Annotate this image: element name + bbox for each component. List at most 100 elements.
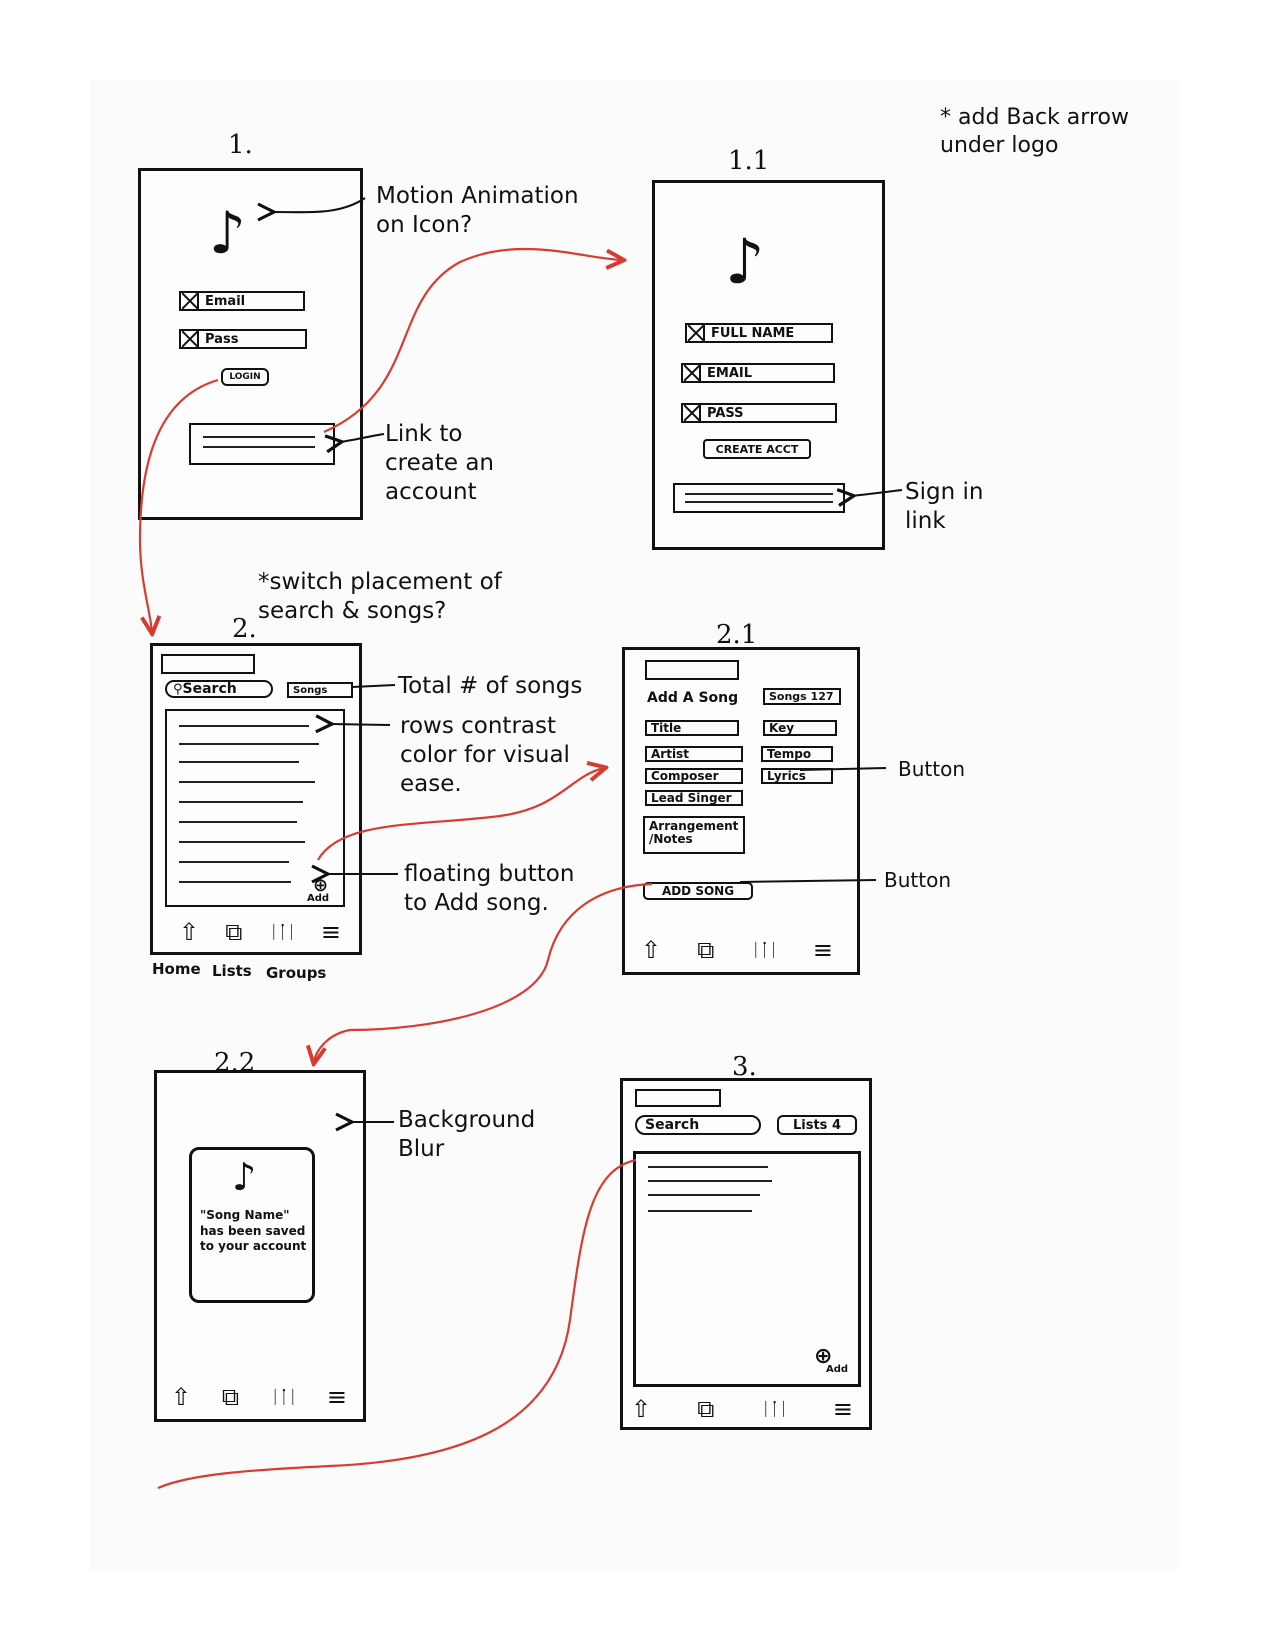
- list-row[interactable]: [648, 1210, 752, 1212]
- tempo-field[interactable]: Tempo: [761, 746, 833, 762]
- home-icon[interactable]: ⇧: [171, 1383, 192, 1411]
- menu-icon[interactable]: ≡: [832, 1395, 853, 1423]
- bottom-nav: ⇧ ⧉ ᛁᛙᛁ ≡: [631, 1395, 853, 1423]
- email-field[interactable]: Email: [179, 291, 305, 311]
- screen-2-1-frame: Add A Song Songs 127 Title Key Artist Te…: [622, 647, 860, 975]
- checkbox-x-icon: [181, 293, 199, 309]
- key-field[interactable]: Key: [763, 720, 837, 736]
- screen-1-number: 1.: [228, 130, 253, 160]
- menu-icon[interactable]: ≡: [812, 936, 833, 964]
- search-label: Search: [182, 681, 237, 697]
- composer-field[interactable]: Composer: [645, 768, 743, 784]
- list-row[interactable]: [179, 801, 303, 803]
- menu-icon[interactable]: ≡: [326, 1383, 347, 1411]
- artist-field[interactable]: Artist: [645, 746, 743, 762]
- add-song-heading: Add A Song: [647, 690, 739, 706]
- songs-count-badge[interactable]: Songs: [287, 682, 353, 698]
- password-field[interactable]: PASS: [681, 403, 837, 423]
- list-row[interactable]: [179, 881, 291, 883]
- lists-icon[interactable]: ⧉: [697, 1395, 715, 1423]
- music-note-logo: ♪: [232, 1154, 257, 1199]
- annotation-arrow: [739, 879, 877, 883]
- arrangement-notes-field[interactable]: Arrangement /Notes: [643, 816, 745, 854]
- lyrics-button[interactable]: Lyrics: [761, 768, 833, 784]
- logo-placeholder: [645, 660, 739, 680]
- list-row[interactable]: [179, 743, 319, 745]
- home-icon[interactable]: ⇧: [179, 918, 200, 946]
- nav-label-groups: Groups: [266, 964, 327, 982]
- note-switch-placement: *switch placement of search & songs?: [258, 569, 502, 624]
- note-lyrics-button: Button: [898, 757, 965, 781]
- full-name-field[interactable]: FULL NAME: [685, 323, 833, 343]
- screen-3-number: 3.: [732, 1052, 757, 1082]
- list-row[interactable]: [648, 1194, 760, 1196]
- add-song-button[interactable]: ADD SONG: [643, 882, 753, 900]
- list-row[interactable]: [179, 725, 309, 727]
- list-row[interactable]: [179, 841, 305, 843]
- note-floating-button: floating button to Add song.: [404, 861, 575, 916]
- nav-label-lists: Lists: [212, 962, 252, 980]
- flow-arrow: [323, 247, 622, 434]
- pass-label: Pass: [205, 331, 239, 347]
- add-circle-icon[interactable]: ⊕: [814, 1344, 833, 1369]
- note-total-songs: Total # of songs: [398, 673, 583, 699]
- groups-icon[interactable]: ᛁᛙᛁ: [750, 939, 778, 961]
- song-list: ⊕ Add: [633, 1151, 861, 1387]
- lists-icon[interactable]: ⧉: [225, 918, 243, 946]
- create-account-button[interactable]: CREATE ACCT: [703, 439, 811, 459]
- screen-2-number: 2.: [232, 614, 257, 644]
- checkbox-x-icon: [683, 365, 701, 381]
- bottom-nav: ⇧ ⧉ ᛁᛙᛁ ≡: [171, 1383, 347, 1411]
- groups-icon[interactable]: ᛁᛙᛁ: [760, 1398, 788, 1420]
- note-add-song-button: Button: [884, 868, 951, 892]
- screen-1-frame: ♪ Email Pass LOGIN: [138, 168, 363, 520]
- list-row[interactable]: [179, 861, 289, 863]
- email-label: Email: [205, 293, 246, 309]
- music-note-logo: ♪: [209, 199, 247, 267]
- email-label: EMAIL: [707, 365, 752, 381]
- search-input[interactable]: Search: [635, 1115, 761, 1135]
- search-icon: ⚲: [173, 681, 183, 697]
- flow-arrow: [317, 768, 604, 861]
- annotation-arrow: [351, 684, 396, 688]
- screen-3-frame: Search Lists 4 ⊕ Add ⇧ ⧉ ᛁᛙᛁ ≡: [620, 1078, 872, 1430]
- nav-label-home: Home: [152, 960, 201, 978]
- music-note-logo: ♪: [725, 225, 765, 298]
- screen-2-2-frame: ♪ "Song Name" has been saved to your acc…: [154, 1070, 366, 1422]
- checkbox-x-icon: [181, 331, 199, 347]
- search-input[interactable]: ⚲Search: [165, 680, 273, 698]
- checkbox-x-icon: [687, 325, 705, 341]
- lead-singer-field[interactable]: Lead Singer: [645, 790, 743, 806]
- songs-count-badge[interactable]: Songs 127: [763, 688, 841, 705]
- groups-icon[interactable]: ᛁᛙᛁ: [268, 921, 296, 943]
- annotation-arrow: [799, 767, 887, 771]
- annotation-arrow: [272, 197, 366, 212]
- home-icon[interactable]: ⇧: [641, 936, 662, 964]
- password-field[interactable]: Pass: [179, 329, 307, 349]
- lists-icon[interactable]: ⧉: [221, 1383, 239, 1411]
- email-field[interactable]: EMAIL: [681, 363, 835, 383]
- lists-count-badge[interactable]: Lists 4: [777, 1115, 857, 1135]
- flow-arrow: [314, 882, 653, 1062]
- lists-icon[interactable]: ⧉: [697, 936, 715, 964]
- logo-placeholder: [161, 654, 255, 674]
- list-row[interactable]: [648, 1166, 768, 1168]
- bottom-nav: ⇧ ⧉ ᛁᛙᛁ ≡: [641, 936, 833, 964]
- menu-icon[interactable]: ≡: [320, 918, 341, 946]
- annotation-arrow: [340, 433, 385, 442]
- note-sign-in-link: Sign in link: [905, 479, 984, 534]
- login-button[interactable]: LOGIN: [221, 368, 269, 386]
- screen-2-frame: ⚲Search Songs ⊕ Add ⇧ ⧉ ᛁᛙᛁ ≡: [150, 643, 362, 955]
- list-row[interactable]: [179, 781, 315, 783]
- title-field[interactable]: Title: [645, 720, 739, 736]
- list-row[interactable]: [648, 1180, 772, 1182]
- groups-icon[interactable]: ᛁᛙᛁ: [269, 1386, 298, 1408]
- list-row[interactable]: [179, 821, 297, 823]
- list-row[interactable]: [179, 761, 299, 763]
- annotation-arrow: [330, 724, 391, 725]
- confirmation-modal: ♪ "Song Name" has been saved to your acc…: [189, 1147, 315, 1303]
- add-label: Add: [826, 1364, 849, 1375]
- pass-label: PASS: [707, 405, 744, 421]
- home-icon[interactable]: ⇧: [631, 1395, 652, 1423]
- flow-arrow: [138, 378, 219, 632]
